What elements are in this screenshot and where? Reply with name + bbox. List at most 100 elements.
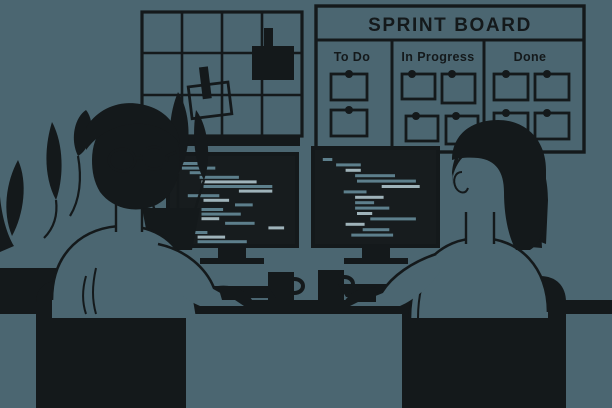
person-left-hand [218,285,252,300]
code-line [381,185,420,188]
monitor-right-base [344,258,408,264]
sprint-card-magnet [448,70,456,78]
monitor-right [311,146,440,264]
code-line [355,174,395,178]
glasses-icon [107,145,177,173]
sprint-board-title: SPRINT BOARD [368,15,532,36]
code-line [345,222,365,226]
plant-left-leaf-2 [6,160,24,236]
sprint-card[interactable] [440,70,477,105]
code-line [235,203,253,207]
sprint-column-inprogress[interactable]: In Progress [400,50,480,146]
sprint-board-frame [314,4,586,154]
sprint-column-done[interactable]: Done [492,50,571,141]
person-right-torso [410,238,548,318]
sprint-card-magnet [543,70,551,78]
person-left-arm-outline [157,242,233,300]
coffee-mug-left-handle [293,277,305,295]
code-line [181,166,216,170]
code-line [203,198,230,202]
code-line [197,235,226,239]
sprint-card-magnet [543,109,551,117]
code-line [201,212,241,216]
sprint-card[interactable] [329,106,369,138]
sprint-card[interactable] [404,112,440,143]
code-line [336,163,361,167]
glasses-lens-left [107,147,137,173]
sprint-card-body [492,72,530,102]
code-line [176,162,198,165]
sprint-card[interactable] [492,70,530,102]
person-left-shirt-fold-1 [92,267,97,315]
sprint-card-body [533,111,571,141]
code-line [238,189,273,193]
code-line [185,231,208,234]
sticky-note-outline [186,66,234,121]
code-line [225,221,255,225]
code-line [351,233,394,237]
person-left-arm [158,244,244,306]
code-line [343,190,367,194]
plant-left-leaf-1 [46,122,62,200]
person-right-neck [466,212,494,246]
person-right-hand [344,287,376,302]
code-line [197,240,247,244]
person-right-arm [350,254,440,306]
sticky-note-filled [252,28,294,80]
sticky-note-filled-magnet [264,28,273,62]
person-right-arm-outline [361,252,437,302]
sprint-card[interactable] [329,70,369,102]
sprint-card-magnet [408,70,416,78]
code-line [199,175,239,179]
code-line [268,226,285,230]
sprint-card-magnet [412,112,420,120]
monitor-left [166,152,299,264]
code-line [355,206,390,210]
plant-center-leaf-3 [194,110,209,180]
sprint-column-todo-label: To Do [334,50,370,64]
code-line [362,228,390,232]
sprint-card-body [440,72,477,105]
code-line [355,195,384,199]
person-left-hair [86,103,180,150]
sprint-column-todo[interactable]: To Do [329,50,370,138]
whiteboard-tray [150,136,300,146]
sprint-card-magnet [452,112,460,120]
code-line [357,212,373,215]
sticky-note-outline-magnet [198,66,212,100]
sprint-board: SPRINT BOARD To Do In Progress [314,4,586,154]
code-line [357,179,416,183]
sprint-card[interactable] [533,109,571,141]
code-line [322,158,333,161]
monitor-right-code [322,158,420,237]
code-line [370,217,416,221]
sprint-board-panel [316,6,584,152]
code-line [203,185,273,188]
code-line [189,171,204,175]
plant-left-stem-2 [69,155,81,217]
sprint-card-magnet [345,106,353,114]
sprint-card-magnet [502,109,510,117]
code-line [201,217,220,221]
person-left-shirt-fold-2 [82,275,87,315]
monitor-left-base [200,258,264,264]
person-right-ear [454,172,468,193]
sprint-card[interactable] [533,70,571,102]
sprint-card-magnet [345,70,353,78]
glasses-temple [166,150,177,158]
sprint-card-body [404,114,440,143]
sprint-card-body [533,72,571,102]
sprint-card-magnet [502,70,510,78]
sprint-card[interactable] [400,70,437,101]
code-line [355,201,375,205]
monitor-left-code [176,162,285,244]
code-line [187,194,220,198]
person-left [36,103,252,408]
code-line [345,168,361,172]
monitor-left-neck [218,248,246,260]
sprint-column-done-label: Done [514,50,547,64]
code-line [201,180,257,184]
plant-left-leaf-3 [0,196,14,252]
